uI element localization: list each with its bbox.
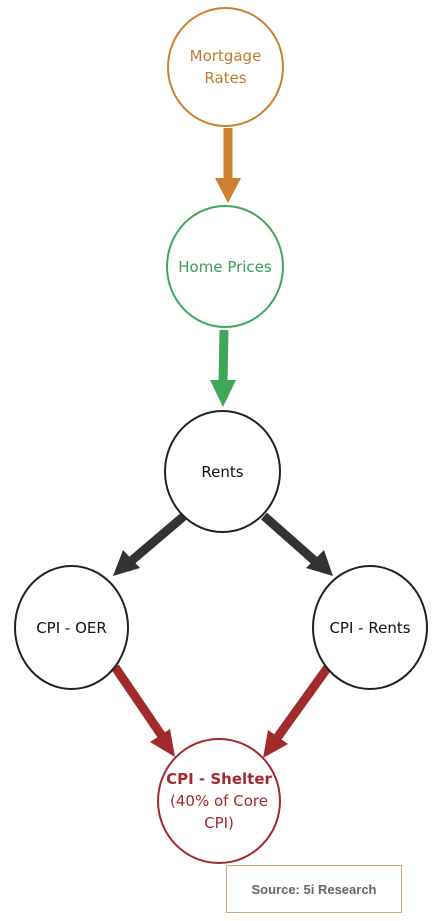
arrow-rents-to-cpi-rents xyxy=(261,512,333,576)
node-mortgage-rates-line1: Mortgage xyxy=(189,47,262,65)
node-cpi-shelter-line2: (40% of Core xyxy=(170,792,268,810)
node-cpi-oer: CPI - OER xyxy=(14,565,129,690)
arrow-mortgage-to-home xyxy=(215,128,241,203)
arrow-oer-to-shelter xyxy=(111,664,175,757)
node-cpi-shelter-line3: CPI) xyxy=(204,814,234,832)
arrow-home-to-rents xyxy=(210,329,236,407)
node-rents: Rents xyxy=(164,410,281,533)
node-mortgage-rates-line2: Rates xyxy=(204,69,247,87)
node-cpi-shelter-title: CPI - Shelter xyxy=(166,770,272,788)
arrow-rents-to-oer xyxy=(113,512,187,576)
node-home-prices: Home Prices xyxy=(166,205,284,328)
node-cpi-oer-label: CPI - OER xyxy=(36,618,107,637)
node-cpi-shelter: CPI - Shelter (40% of Core CPI) xyxy=(157,738,281,864)
source-label: Source: 5i Research xyxy=(226,865,402,913)
node-cpi-rents: CPI - Rents xyxy=(312,565,428,690)
node-cpi-rents-label: CPI - Rents xyxy=(329,618,411,637)
arrow-cpi-rents-to-shelter xyxy=(263,664,332,758)
node-home-prices-label: Home Prices xyxy=(178,257,272,276)
node-mortgage-rates: Mortgage Rates xyxy=(167,7,284,127)
node-rents-label: Rents xyxy=(201,462,244,481)
